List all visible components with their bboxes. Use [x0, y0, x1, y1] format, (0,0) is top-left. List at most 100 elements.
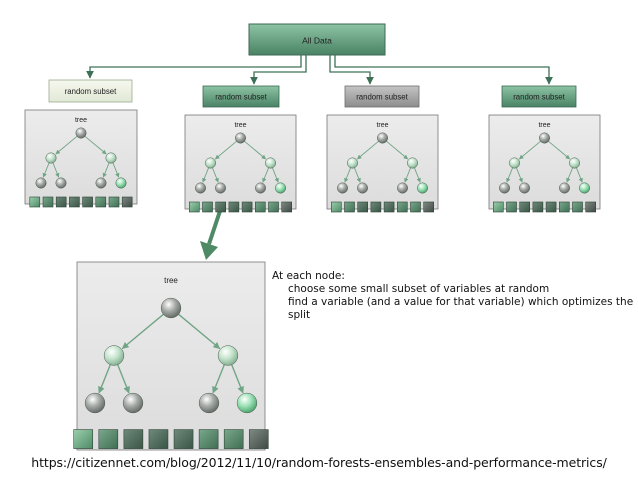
tree-node: [509, 157, 520, 169]
feature-square: [572, 201, 583, 213]
tree-node: [160, 297, 182, 319]
tree-node: [195, 182, 206, 194]
tree-edge: [202, 167, 209, 183]
feature-square: [121, 196, 133, 208]
tree-3: [330, 132, 435, 213]
tree-node: [559, 182, 570, 194]
tree-node: [519, 182, 530, 194]
tree-edge: [244, 140, 267, 160]
tree-node: [235, 132, 246, 144]
feature-square: [148, 429, 169, 449]
tree-detail: [73, 297, 269, 449]
tree-node: [205, 157, 216, 169]
tree-label: tree: [376, 122, 388, 129]
tree-node: [45, 152, 57, 164]
tree-edge: [121, 313, 164, 350]
tree-node: [397, 182, 408, 194]
subset-label-2: random subset: [202, 85, 280, 108]
feature-square: [228, 201, 240, 213]
feature-square: [410, 201, 421, 213]
tree-node: [84, 392, 106, 414]
tree-node: [579, 182, 590, 194]
feature-square: [55, 196, 67, 208]
tree-node: [377, 132, 388, 144]
tree-node: [539, 132, 550, 144]
tree-node: [337, 182, 348, 194]
zoom-arrow: [200, 210, 222, 260]
tree-node: [198, 392, 220, 414]
feature-square: [42, 196, 54, 208]
note-heading: At each node:: [272, 270, 345, 282]
subset-label-text: random subset: [65, 87, 117, 96]
node-split-note: At each node: choose some small subset o…: [272, 270, 638, 322]
feature-square: [370, 201, 382, 213]
feature-square: [268, 201, 279, 213]
tree-edge: [356, 140, 379, 160]
feature-square: [173, 429, 194, 449]
note-line-1: choose some small subset of variables at…: [288, 283, 550, 295]
tree-node: [265, 157, 276, 169]
feature-square: [545, 201, 557, 213]
feature-square: [519, 201, 531, 213]
tree-1: [29, 127, 133, 208]
tree-edge: [414, 167, 421, 183]
feature-square: [248, 429, 269, 449]
tree-node: [236, 392, 258, 414]
feature-square: [108, 196, 120, 208]
feature-square: [223, 429, 244, 449]
feature-square: [492, 201, 504, 213]
tree-node: [215, 182, 226, 194]
tree-node: [55, 177, 67, 189]
feature-square: [558, 201, 570, 213]
tree-edge: [354, 167, 361, 183]
feature-square: [82, 196, 93, 208]
tree-edge: [231, 364, 244, 394]
tree-panel-2: tree: [184, 114, 297, 210]
tree-node: [407, 157, 418, 169]
subset-label-1: random subset: [48, 79, 133, 103]
feature-square: [396, 201, 408, 213]
feature-square: [255, 201, 266, 213]
subset-label-text: random subset: [513, 93, 565, 102]
trees-layer: [29, 127, 597, 449]
tree-edge: [212, 167, 219, 183]
feature-square: [423, 201, 435, 213]
note-line-2: find a variable (and a value for that va…: [288, 296, 634, 321]
tree-node: [105, 152, 117, 164]
tree-node: [217, 345, 239, 366]
feature-square: [189, 201, 200, 213]
tree-label: tree: [234, 122, 246, 129]
feature-square: [357, 201, 369, 213]
tree-edge: [272, 167, 279, 183]
tree-edge: [506, 167, 513, 183]
tree-edge: [214, 140, 237, 160]
tree-edge: [84, 135, 107, 155]
subset-label-text: random subset: [215, 93, 267, 102]
tree-node: [95, 177, 107, 189]
feature-square: [98, 429, 119, 449]
feature-square: [585, 201, 597, 213]
tree-2: [189, 132, 293, 213]
tree-edge: [344, 167, 351, 183]
detail-tree-label: tree: [164, 276, 178, 285]
feature-square: [330, 201, 342, 213]
tree-node: [417, 182, 428, 194]
feature-square: [69, 196, 80, 208]
tree-node: [115, 177, 127, 189]
tree-node: [357, 182, 368, 194]
tree-edge: [98, 364, 111, 394]
tree-edge: [518, 140, 541, 160]
feature-square: [506, 201, 517, 213]
tree-node: [347, 157, 358, 169]
feature-square: [215, 201, 226, 213]
subset-label-text: random subset: [356, 93, 408, 102]
feature-square: [383, 201, 395, 213]
tree-edge: [212, 364, 225, 394]
tree-node: [103, 345, 125, 366]
feature-square: [29, 196, 41, 208]
tree-node: [255, 182, 266, 194]
tree-panel-3: tree: [326, 114, 439, 210]
all-data-label: All Data: [302, 36, 332, 46]
tree-edge: [112, 162, 120, 178]
